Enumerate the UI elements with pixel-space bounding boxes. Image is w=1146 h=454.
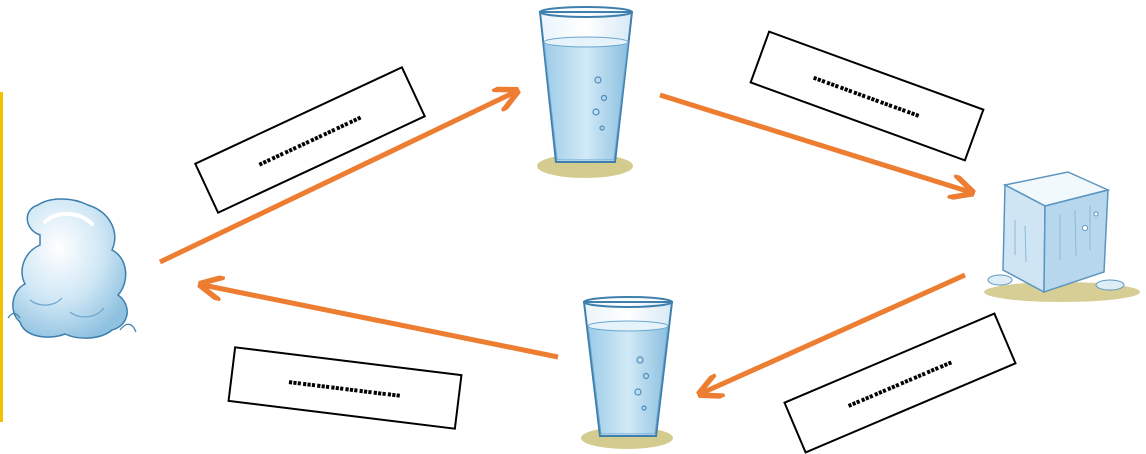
water-glass-icon <box>581 296 674 449</box>
water-blob-icon <box>7 198 137 339</box>
arrow-top-glass-to-ice <box>659 92 970 192</box>
arrow-blob-to-top-glass <box>158 92 515 265</box>
arrow-bottom-glass-to-blob <box>203 285 559 360</box>
accent-bar <box>0 92 3 422</box>
ice-cube-icon <box>984 171 1140 302</box>
water-glass-icon <box>537 6 634 178</box>
arrow-ice-to-bottom-glass <box>702 272 967 393</box>
answer-placeholder: …………………… <box>287 364 404 404</box>
